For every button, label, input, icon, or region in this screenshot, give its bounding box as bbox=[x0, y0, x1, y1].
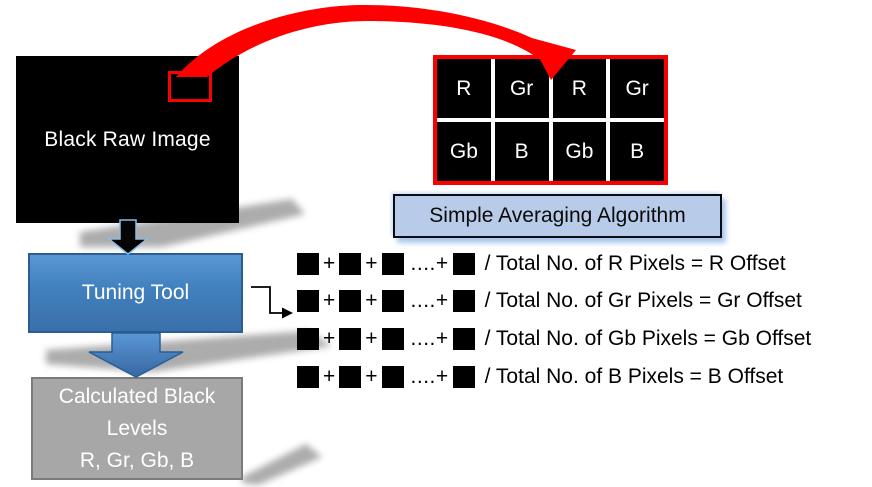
pixel-value-square bbox=[297, 290, 319, 312]
bayer-cell-r: R bbox=[437, 59, 491, 118]
equation-row-r: + + ....+ / Total No. of R Pixels = R Offse… bbox=[297, 252, 786, 276]
tuning-tool-label: Tuning Tool bbox=[81, 281, 190, 304]
plus-sign: + bbox=[365, 365, 378, 388]
ellipsis-plus: ....+ bbox=[410, 289, 449, 312]
bayer-cell-gb: Gb bbox=[552, 122, 607, 181]
equation-text: / Total No. of B Pixels = B Offset bbox=[484, 365, 784, 388]
pixel-value-square bbox=[297, 328, 319, 350]
calculated-black-levels-line: Calculated Black bbox=[58, 384, 216, 408]
bayer-cell-b: B bbox=[610, 122, 664, 181]
drop-shadow bbox=[242, 444, 322, 485]
pixel-value-square bbox=[339, 328, 362, 350]
bayer-cell-gr: Gr bbox=[610, 59, 664, 118]
calculated-black-levels-box: Calculated Black Levels R, Gr, Gb, B bbox=[31, 377, 243, 480]
black-raw-image-box: Black Raw Image bbox=[16, 56, 239, 223]
equation-row-gr: + + ....+ / Total No. of Gr Pixels = Gr Off… bbox=[297, 289, 802, 313]
simple-averaging-algorithm-box: Simple Averaging Algorithm bbox=[393, 194, 722, 238]
ellipsis-plus: ....+ bbox=[410, 252, 449, 275]
tuning-tool-box: Tuning Tool bbox=[28, 253, 243, 333]
elbow-connector-arrow bbox=[251, 286, 293, 319]
pixel-value-square bbox=[452, 328, 475, 350]
black-raw-image-label: Black Raw Image bbox=[44, 127, 211, 151]
bayer-cell-r: R bbox=[552, 59, 607, 118]
equation-row-b: + + ....+ / Total No. of B Pixels = B Offse… bbox=[297, 365, 783, 389]
bayer-cell-b: B bbox=[494, 122, 549, 181]
pixel-value-square bbox=[381, 253, 404, 275]
blue-down-arrow bbox=[88, 332, 184, 378]
equation-text: / Total No. of Gb Pixels = Gb Offset bbox=[484, 327, 812, 350]
equation-text: / Total No. of R Pixels = R Offset bbox=[484, 252, 786, 275]
pixel-value-square bbox=[381, 290, 404, 312]
plus-sign: + bbox=[323, 365, 336, 388]
equation-text: / Total No. of Gr Pixels = Gr Offset bbox=[484, 289, 802, 312]
plus-sign: + bbox=[365, 252, 378, 275]
black-down-arrow bbox=[106, 219, 150, 255]
ellipsis-plus: ....+ bbox=[410, 365, 449, 388]
plus-sign: + bbox=[365, 327, 378, 350]
plus-sign: + bbox=[323, 252, 336, 275]
calculated-black-levels-line: Levels bbox=[106, 416, 168, 440]
bayer-pattern-grid: R Gr R Gr Gb B Gb B bbox=[433, 55, 668, 185]
drop-shadow bbox=[46, 331, 332, 372]
equation-row-gb: + + ....+ / Total No. of Gb Pixels = Gb Off… bbox=[297, 327, 811, 351]
pixel-value-square bbox=[339, 253, 362, 275]
simple-averaging-algorithm-label: Simple Averaging Algorithm bbox=[429, 204, 686, 227]
bayer-cell-gb: Gb bbox=[437, 122, 491, 181]
pixel-value-square bbox=[339, 290, 362, 312]
sample-region-outline bbox=[168, 71, 212, 102]
plus-sign: + bbox=[323, 327, 336, 350]
pixel-value-square bbox=[381, 366, 404, 388]
calculated-black-levels-line: R, Gr, Gb, B bbox=[79, 448, 195, 472]
plus-sign: + bbox=[323, 289, 336, 312]
pixel-value-square bbox=[339, 366, 362, 388]
pixel-value-square bbox=[297, 253, 319, 275]
pixel-value-square bbox=[297, 366, 319, 388]
pixel-value-square bbox=[381, 328, 404, 350]
bayer-cell-gr: Gr bbox=[494, 59, 549, 118]
ellipsis-plus: ....+ bbox=[410, 327, 449, 350]
pixel-value-square bbox=[452, 290, 475, 312]
pixel-value-square bbox=[452, 253, 475, 275]
pixel-value-square bbox=[452, 366, 475, 388]
plus-sign: + bbox=[365, 289, 378, 312]
